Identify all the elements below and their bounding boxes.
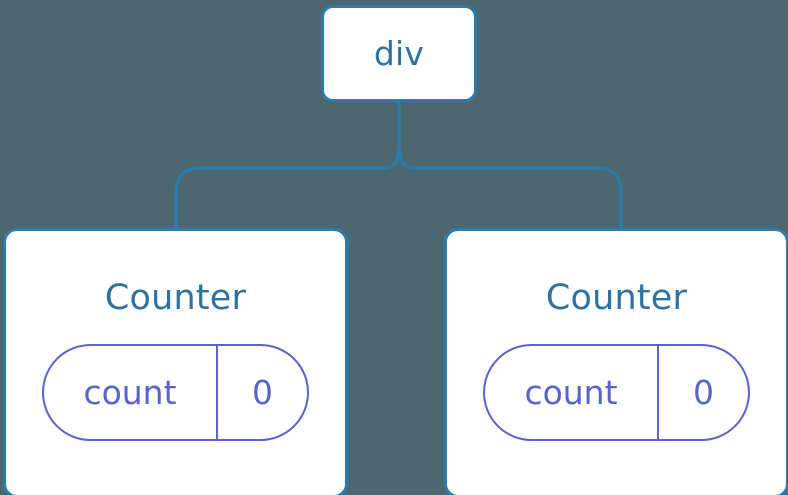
state-key-cell-left: count [44, 346, 218, 439]
edge-root-to-counter-left [174, 142, 401, 230]
node-div-label: div [373, 34, 425, 73]
node-counter-left-label: Counter [104, 278, 247, 318]
state-value-cell-left: 0 [218, 346, 307, 439]
state-pill-counter-left[interactable]: count 0 [42, 344, 309, 441]
state-pill-counter-right[interactable]: count 0 [483, 344, 750, 441]
edge-root-to-counter-right [397, 142, 623, 230]
node-counter-left[interactable]: Counter count 0 [3, 228, 348, 495]
node-counter-right[interactable]: Counter count 0 [444, 228, 788, 495]
state-value-label-right: 0 [693, 373, 714, 412]
state-value-label-left: 0 [252, 373, 273, 412]
state-key-cell-right: count [485, 346, 659, 439]
node-div[interactable]: div [321, 5, 477, 102]
node-counter-right-label: Counter [545, 278, 688, 318]
state-value-cell-right: 0 [659, 346, 748, 439]
state-key-label-left: count [83, 373, 177, 412]
state-key-label-right: count [524, 373, 618, 412]
